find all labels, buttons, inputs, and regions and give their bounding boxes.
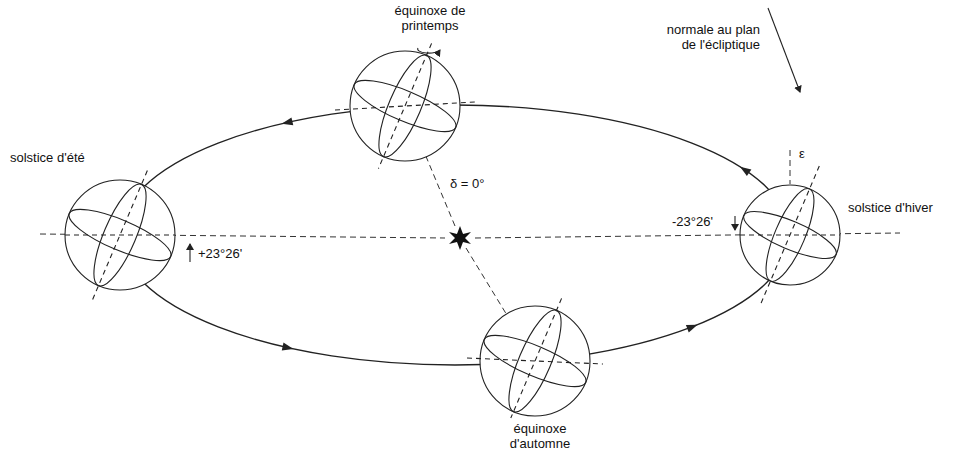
- angle-label: +23°26': [198, 246, 242, 261]
- axis-label: normale au plan de l'écliptique: [650, 22, 760, 52]
- angle-label: δ = 0°: [450, 176, 484, 191]
- station-label: équinoxe d'automne: [498, 421, 582, 451]
- angle-label: ε: [799, 146, 805, 161]
- station-label: équinoxe de printemps: [385, 3, 475, 33]
- station-label: solstice d'été: [10, 150, 85, 165]
- station-label: solstice d'hiver: [848, 200, 933, 215]
- angle-label: -23°26': [672, 214, 713, 229]
